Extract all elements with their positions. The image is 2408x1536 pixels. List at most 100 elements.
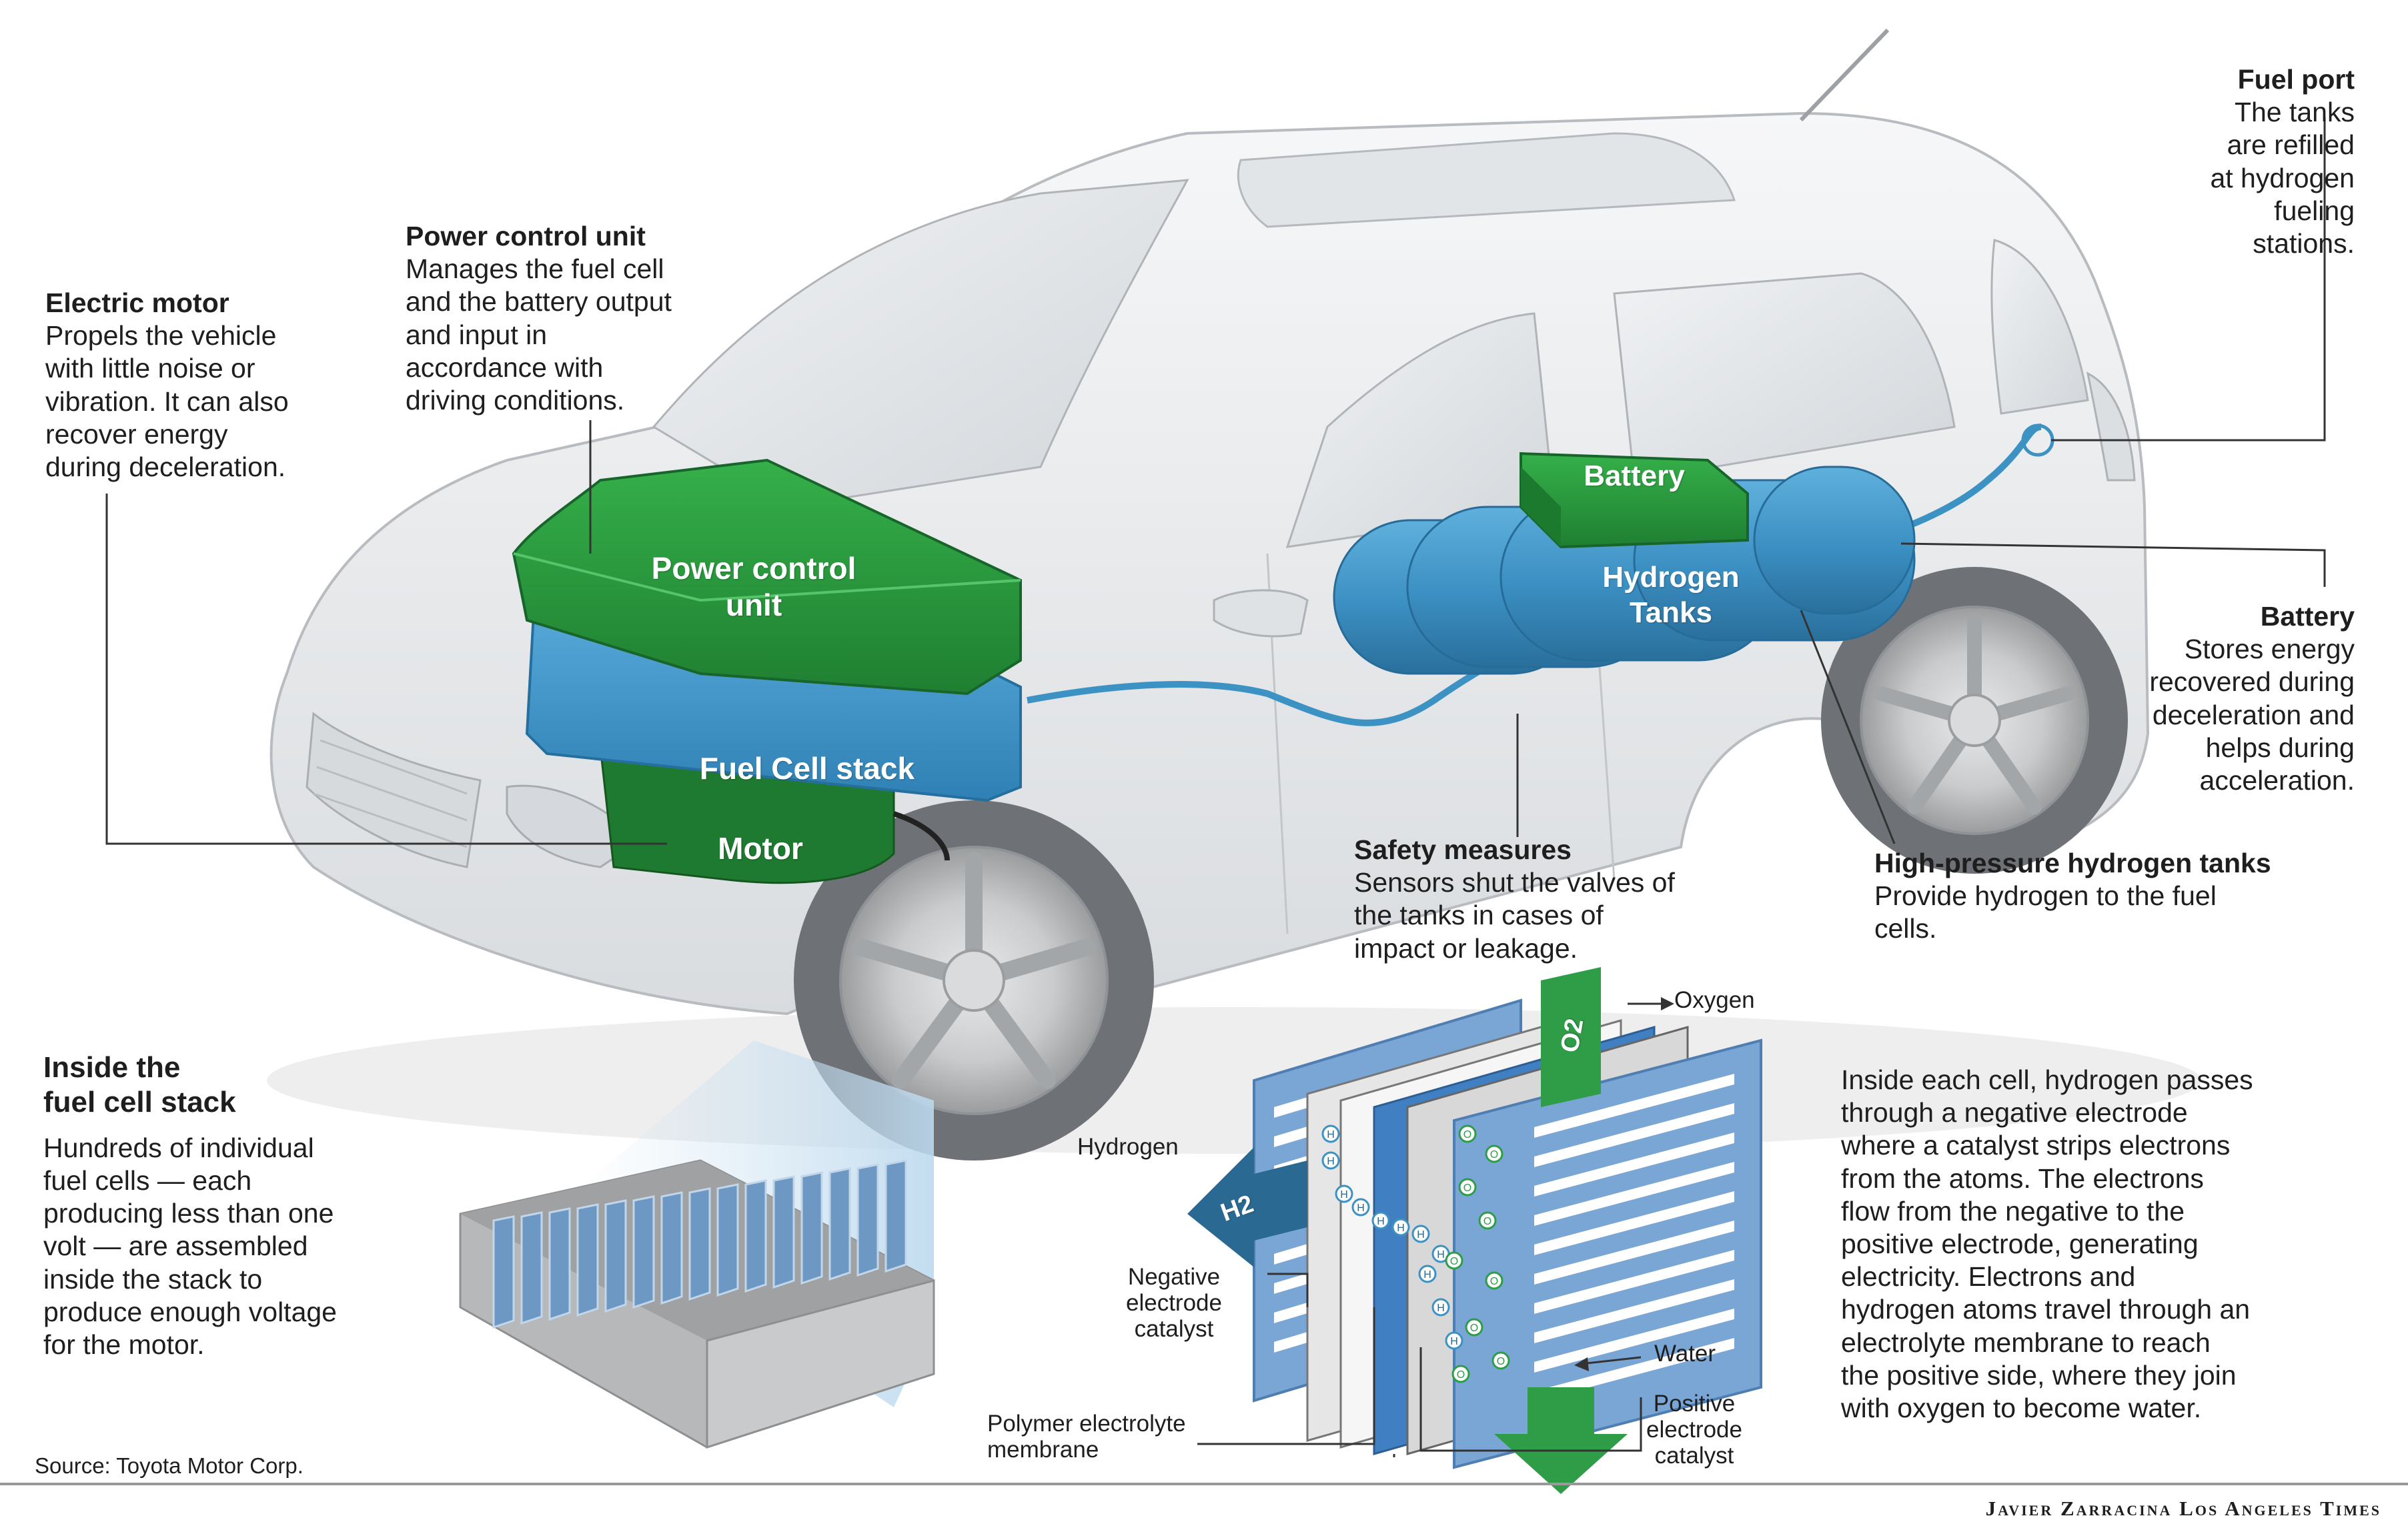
front-wheel [794,800,1154,1161]
hydrogen-particle-label: H [1357,1203,1365,1214]
text-line: Sensors shut the valves of [1354,867,1675,898]
label-hydrogen-tanks: Hydrogen Tanks [1602,561,1740,629]
callout-title: Power control unit [406,221,646,251]
text-line: electricity. Electrons and [1841,1261,2136,1293]
text-line: fuel cell stack [43,1085,236,1118]
hydrogen-particle [1351,1198,1370,1217]
hydrogen-particle-label: H [1327,1156,1335,1167]
callout-title: Battery [2260,601,2355,632]
plate-slot [1534,1103,1734,1167]
module-cell [688,1187,711,1301]
hydrogen-particle-label: H [1397,1223,1405,1234]
callout-power-control-unit: Power control unit Manages the fuel cell… [406,220,779,417]
windshield [652,179,1189,508]
callout-title: Fuel port [2237,64,2355,95]
hydrogen-particle [1411,1225,1430,1243]
oxygen-particle-label: O [1463,1183,1471,1194]
label-power-control-unit: Power control unit [651,551,856,623]
text-line: fuel cells — each [43,1165,252,1196]
module-cell [660,1191,683,1305]
module-cell [716,1183,739,1297]
callout-title: Electric motor [45,287,229,318]
oxygen-particle [1445,1251,1463,1270]
module-cell [744,1179,767,1293]
antenna [1799,28,1890,122]
text-line: where a catalyst strips electrons [1841,1130,2231,1161]
hydrogen-particle [1321,1124,1340,1143]
hydrogen-particle-label: H [1377,1216,1385,1227]
oxygen-particle-label: O [1463,1129,1471,1140]
plate-slot [1534,1162,1734,1226]
plate-slot [1534,1191,1734,1255]
text-line: vibration. It can also [45,386,289,417]
oxygen-particle [1465,1318,1483,1337]
module-cell [828,1167,851,1281]
oxygen-particle-label: O [1450,1256,1458,1267]
text-line: accordance with [406,351,604,383]
hydrogen-particle-label: H [1340,1189,1348,1201]
text-line: positive electrode, generating [1841,1228,2199,1259]
oxygen-particle-label: O [1457,1369,1465,1381]
text-line: from the atoms. The electrons [1841,1163,2204,1194]
text-line: deceleration and [2152,699,2355,730]
text-line: The tanks [2234,97,2355,128]
text-line: catalyst [1134,1316,1214,1343]
oxygen-particle-label: O [1490,1149,1498,1161]
hydrogen-particle [1335,1185,1353,1203]
text-line: producing less than one [43,1198,334,1229]
water-arrow [1494,1387,1628,1494]
text-line: recovered during [2149,666,2355,698]
h2-arrow [1187,1147,1307,1267]
label-fuel-cell-stack: Fuel Cell stack [699,751,915,786]
text-line: recover energy [45,418,228,450]
text-line: produce enough voltage [43,1296,337,1327]
callout-title: Safety measures [1354,834,1572,865]
text-line: impact or leakage. [1354,932,1578,964]
module-cell [520,1211,543,1325]
text-line: Negative [1127,1264,1221,1290]
side-mirror [1213,589,1309,638]
o2-arrow [1541,967,1601,1107]
module-cell [632,1195,655,1309]
text-line: fueling [2274,195,2355,226]
text-line: during deceleration. [45,451,286,482]
oxygen-particle [1458,1124,1477,1143]
source-credit: Source: Toyota Motor Corp. [35,1453,304,1478]
text-line: helps during [2205,732,2355,763]
label-oxygen: Oxygen [1674,987,1755,1013]
text-line: electrode [1126,1290,1222,1317]
text-line: with oxygen to become water. [1841,1392,2202,1423]
text-line: are refilled [2227,129,2355,161]
text-line: acceleration. [2199,764,2355,796]
oxygen-particle [1458,1178,1477,1197]
plate-slot [1534,1074,1734,1138]
text-line: membrane [987,1437,1099,1463]
power-control-unit [512,458,1022,696]
plate-slot [1534,1221,1734,1285]
text-line: the positive side, where they join [1841,1359,2237,1391]
callout-title: High-pressure hydrogen tanks [1874,848,2271,878]
oxygen-particle [1491,1351,1510,1370]
module-cell [800,1171,823,1285]
text-line: and input in [406,319,548,350]
hydrogen-particle-label: H [1327,1129,1335,1140]
hydrogen-particle [1431,1298,1450,1317]
oxygen-particle [1478,1211,1497,1230]
text-line: hydrogen atoms travel through an [1841,1294,2251,1325]
text-line: Polymer electrolyte [987,1411,1186,1437]
module-cell [884,1159,907,1273]
text-line: flow from the negative to the [1841,1195,2185,1227]
text-line: inside the stack to [43,1263,263,1295]
oxygen-particle [1451,1365,1470,1383]
sunroof [1237,132,1736,228]
text-line: Hundreds of individual [43,1132,314,1163]
